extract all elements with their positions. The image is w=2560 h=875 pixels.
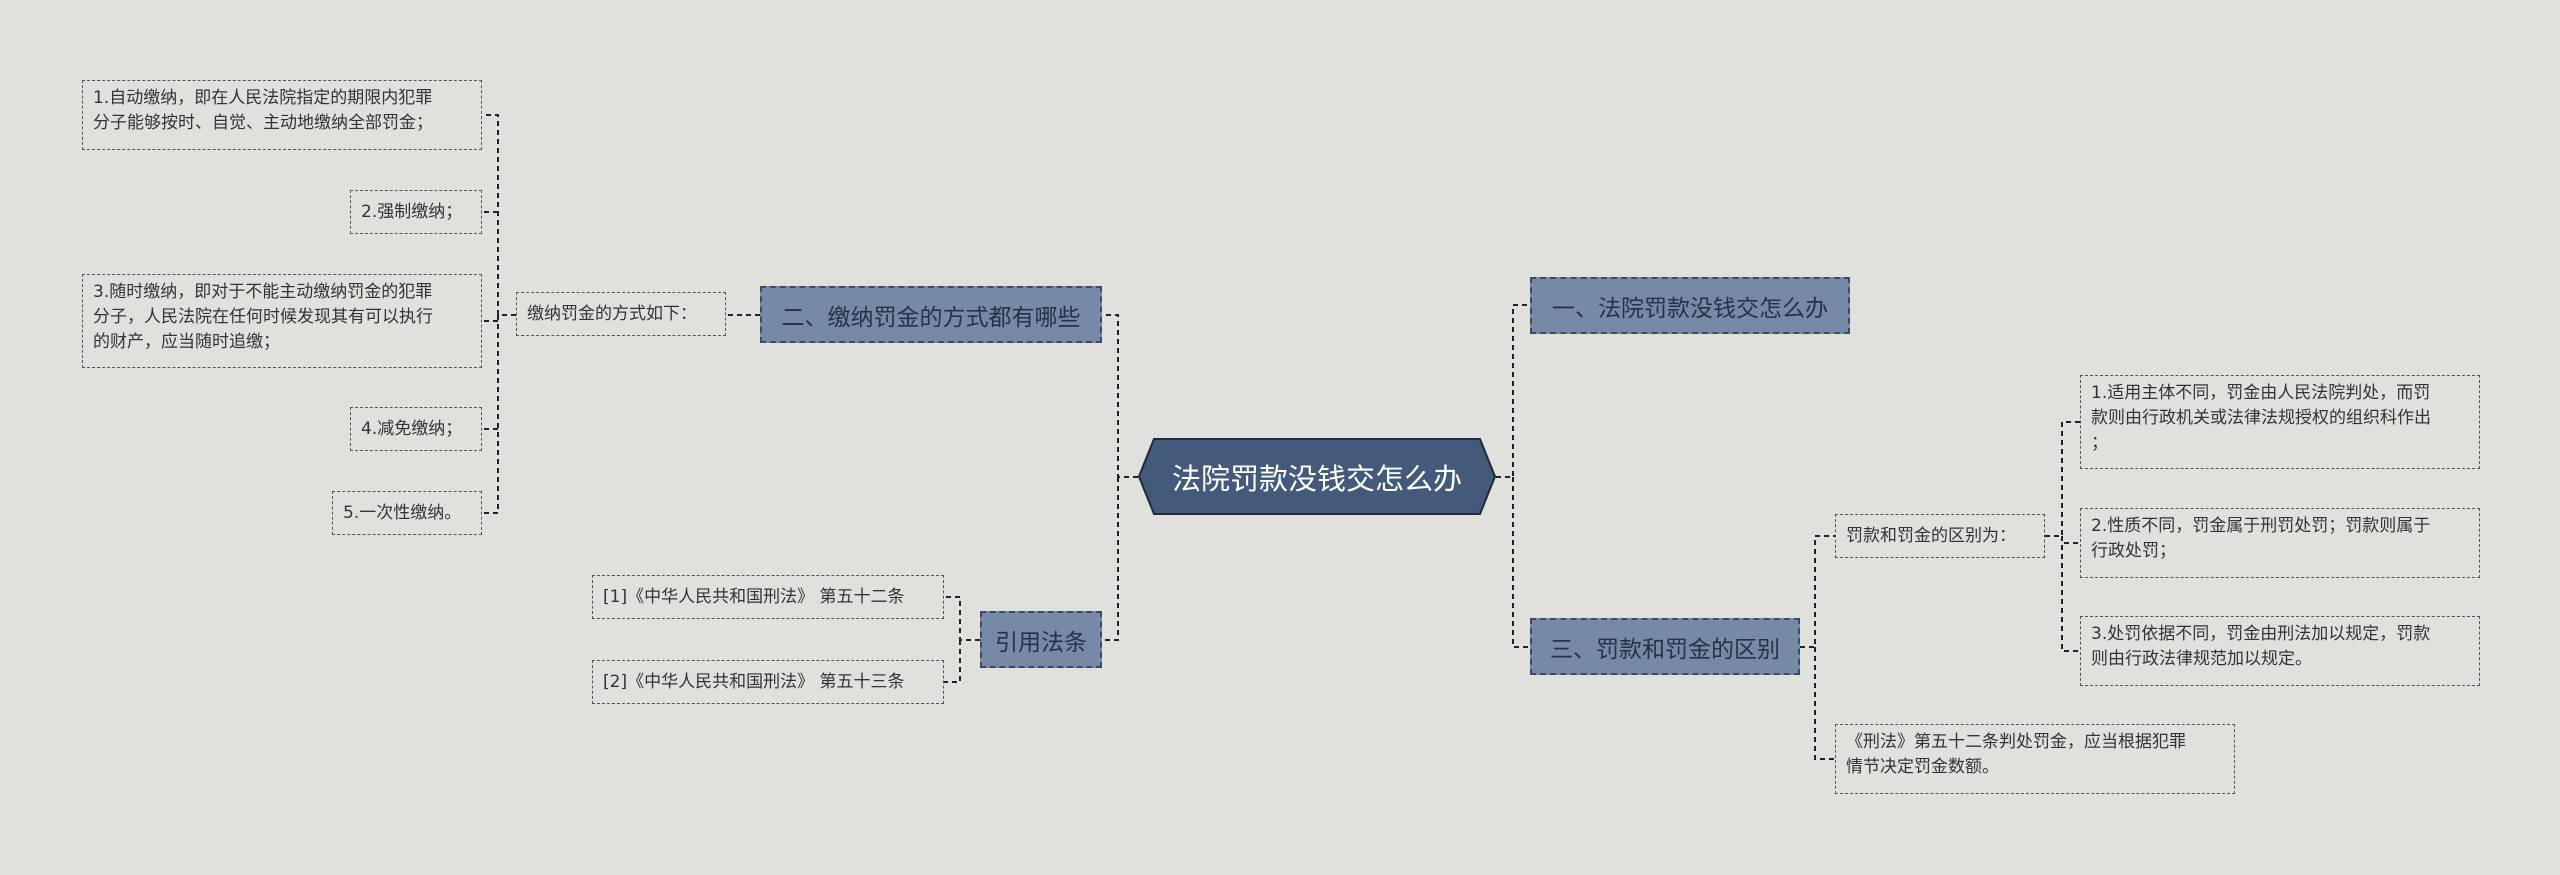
way-item-5[interactable]: 5.一次性缴纳。 [332,491,482,535]
ways-label-node[interactable]: 缴纳罚金的方式如下： [516,292,726,336]
root-label: 法院罚款没钱交怎么办 [1171,461,1462,496]
diff-label-node[interactable]: 罚款和罚金的区别为： [1835,514,2045,558]
connector-line [482,114,516,316]
root-node[interactable]: 法院罚款没钱交怎么办 [1138,438,1496,515]
connector-line [1800,535,1835,648]
connector-line [2045,421,2080,537]
topic-payment-methods[interactable]: 二、缴纳罚金的方式都有哪些 [760,286,1102,343]
connector-line [1102,477,1119,641]
topic-label: 三、罚款和罚金的区别 [1550,636,1780,663]
root-hexagon-shape [1138,438,1496,515]
topic-cited-laws[interactable]: 引用法条 [980,611,1102,668]
law-note-node[interactable]: 《刑法》第五十二条判处罚金，应当根据犯罪 情节决定罚金数额。 [1835,724,2235,794]
law-item-2[interactable]: [2]《中华人民共和国刑法》 第五十三条 [592,660,944,704]
way-item-1[interactable]: 1.自动缴纳，即在人民法院指定的期限内犯罪 分子能够按时、自觉、主动地缴纳全部罚… [82,80,482,150]
diff-item-3[interactable]: 3.处罚依据不同，罚金由刑法加以规定，罚款 则由行政法律规范加以规定。 [2080,616,2480,686]
connector-line [1496,304,1530,478]
topic-fine-vs-penalty[interactable]: 三、罚款和罚金的区别 [1530,618,1800,675]
connector-line [482,315,499,514]
connector-line [1814,647,1835,760]
connector-line [944,596,980,641]
law-item-1[interactable]: [1]《中华人民共和国刑法》 第五十二条 [592,575,944,619]
diff-item-1[interactable]: 1.适用主体不同，罚金由人民法院判处，而罚 款则由行政机关或法律法规授权的组织科… [2080,375,2480,469]
connector-line [944,640,961,683]
way-item-3[interactable]: 3.随时缴纳，即对于不能主动缴纳罚金的犯罪 分子，人民法院在任何时候发现其有可以… [82,274,482,368]
topic-how-to-handle[interactable]: 一、法院罚款没钱交怎么办 [1530,277,1850,334]
connector-line [2061,536,2080,544]
connector-line [1512,477,1530,648]
connector-line [2061,536,2080,652]
topic-label: 一、法院罚款没钱交怎么办 [1552,295,1828,322]
way-item-2[interactable]: 2.强制缴纳； [350,190,482,234]
topic-label: 引用法条 [995,629,1087,656]
topic-label: 二、缴纳罚金的方式都有哪些 [781,304,1081,331]
way-item-4[interactable]: 4.减免缴纳； [350,407,482,451]
connector-line [1102,314,1138,478]
diff-item-2[interactable]: 2.性质不同，罚金属于刑罚处罚；罚款则属于 行政处罚； [2080,508,2480,578]
